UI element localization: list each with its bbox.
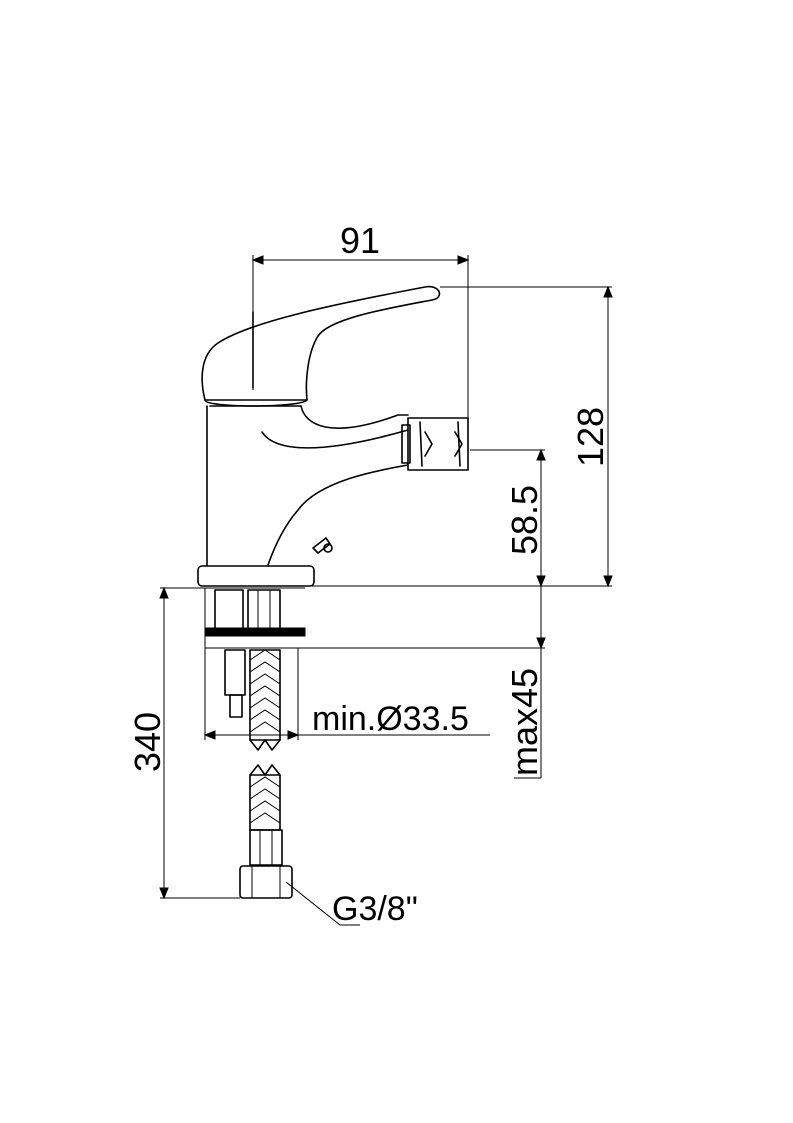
aerator — [401, 417, 469, 471]
spout — [300, 405, 409, 429]
dim-spout-height: 58.5 — [504, 485, 545, 555]
dimension-lines — [159, 255, 613, 926]
cartridge-cap — [204, 399, 308, 407]
thread-label: G3/8" — [332, 890, 418, 928]
under-deck-assembly — [204, 587, 306, 899]
lever-handle — [201, 285, 441, 401]
dim-hose-length: 340 — [127, 712, 168, 772]
dim-hole-diameter: min.Ø33.5 — [312, 700, 469, 738]
hex-nut — [239, 865, 293, 899]
base-plate — [197, 565, 315, 587]
dim-height-total: 128 — [570, 407, 611, 467]
dim-width-top: 91 — [340, 220, 380, 261]
dim-max-deck: max45 — [504, 668, 545, 776]
faucet-body — [197, 285, 469, 587]
